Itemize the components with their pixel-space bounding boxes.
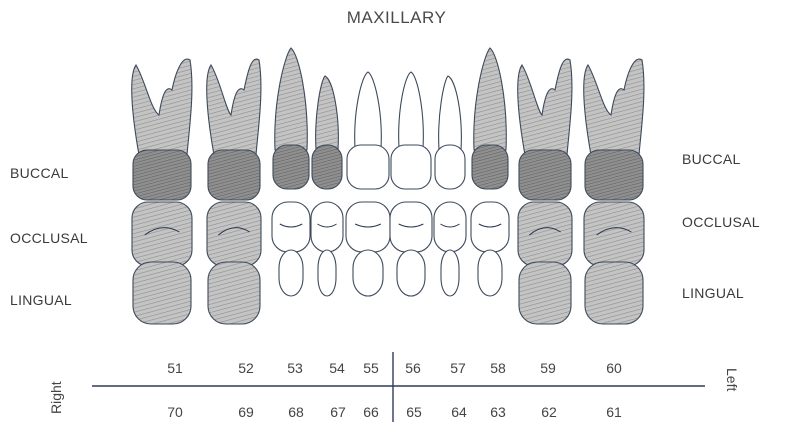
right-side-label: Right: [48, 381, 64, 414]
left-side-label: Left: [724, 368, 740, 391]
tooth-number-51: 51: [160, 360, 190, 376]
tooth-number-56: 56: [398, 360, 428, 376]
tooth-number-67: 67: [323, 404, 353, 420]
tooth-number-54: 54: [322, 360, 352, 376]
tooth-number-57: 57: [443, 360, 473, 376]
tooth-number-66: 66: [356, 404, 386, 420]
tooth-number-69: 69: [231, 404, 261, 420]
tooth-number-60: 60: [599, 360, 629, 376]
tooth-number-53: 53: [280, 360, 310, 376]
tooth-number-64: 64: [444, 404, 474, 420]
tooth-number-68: 68: [281, 404, 311, 420]
tooth-number-70: 70: [160, 404, 190, 420]
tooth-number-55: 55: [356, 360, 386, 376]
tooth-number-58: 58: [483, 360, 513, 376]
tooth-number-63: 63: [483, 404, 513, 420]
tooth-number-59: 59: [533, 360, 563, 376]
tooth-number-52: 52: [231, 360, 261, 376]
tooth-number-65: 65: [399, 404, 429, 420]
tooth-number-62: 62: [534, 404, 564, 420]
tooth-number-61: 61: [599, 404, 629, 420]
